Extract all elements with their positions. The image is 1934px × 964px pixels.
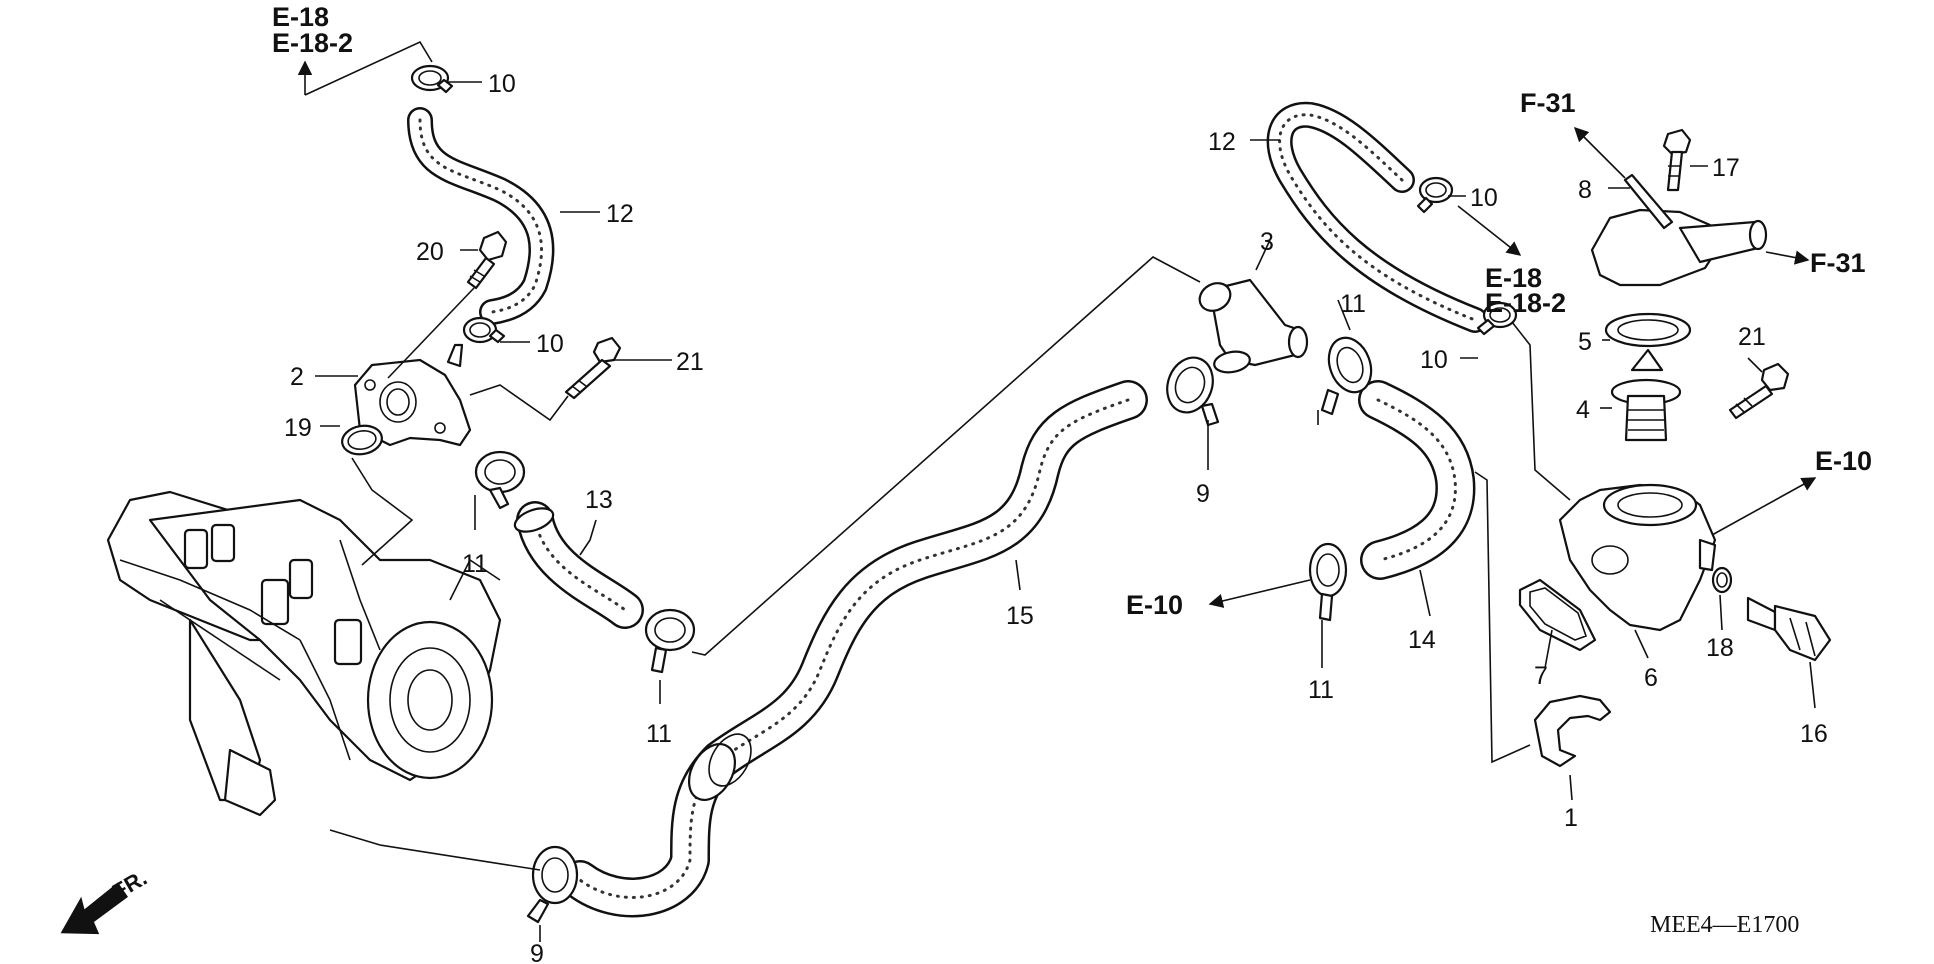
hose-12-left <box>407 107 555 325</box>
bolt-21-left <box>564 336 622 400</box>
callout-8: 8 <box>1578 176 1592 204</box>
hose-13 <box>516 501 644 629</box>
diagram-code: MEE4—E1700 <box>1650 912 1799 938</box>
callout-17: 17 <box>1712 154 1740 182</box>
bolt-17 <box>1662 128 1692 192</box>
callout-13: 13 <box>585 486 613 514</box>
ref-f31-right: F-31 <box>1810 248 1866 278</box>
callout-19: 19 <box>284 414 312 442</box>
callout-9: 9 <box>1196 480 1210 508</box>
ref-e182-mid: E-18-2 <box>1485 288 1566 318</box>
callout-12: 12 <box>1208 128 1236 156</box>
callout-14: 14 <box>1408 626 1436 654</box>
callout-3: 3 <box>1260 228 1274 256</box>
callout-10: 10 <box>536 330 564 358</box>
callout-11: 11 <box>1308 676 1334 704</box>
callout-10: 10 <box>488 70 516 98</box>
ref-e18-mid: E-18 <box>1485 263 1542 293</box>
engine-block <box>106 490 502 817</box>
ref-e182-top: E-18-2 <box>272 28 353 58</box>
thermostat <box>1610 348 1682 442</box>
callout-21: 21 <box>676 348 704 376</box>
part-callouts: 10 12 20 10 21 2 19 11 13 11 15 3 9 11 1… <box>284 70 1828 964</box>
temp-sensor-16 <box>1746 596 1832 662</box>
y-joint <box>1198 278 1309 374</box>
water-outlet-housing <box>353 343 472 447</box>
hose-14 <box>1358 380 1476 580</box>
callout-18: 18 <box>1706 634 1734 662</box>
bolt-21-right <box>1728 362 1790 420</box>
callout-6: 6 <box>1644 664 1658 692</box>
ref-e10-right: E-10 <box>1815 446 1872 476</box>
callout-10: 10 <box>1470 184 1498 212</box>
front-direction-arrow: FR. <box>60 865 151 935</box>
callout-15: 15 <box>1006 602 1034 630</box>
callout-7: 7 <box>1534 662 1548 690</box>
thermostat-cover <box>1590 173 1768 287</box>
hose-clamps <box>410 64 1518 924</box>
callout-9: 9 <box>530 940 544 964</box>
callout-12: 12 <box>606 200 634 228</box>
callout-11: 11 <box>462 550 488 578</box>
callout-1: 1 <box>1564 804 1578 832</box>
thermostat-housing <box>1558 483 1717 632</box>
hose-15 <box>560 380 1148 918</box>
seal-ring <box>1604 312 1692 348</box>
ref-e10-left: E-10 <box>1126 590 1183 620</box>
gasket-7 <box>1518 578 1597 652</box>
bolt-20 <box>466 230 508 290</box>
ref-e18-top: E-18 <box>272 2 329 32</box>
callout-10: 10 <box>1420 346 1448 374</box>
callout-21: 21 <box>1738 323 1766 351</box>
stay-bracket-1 <box>1533 694 1612 768</box>
callout-4: 4 <box>1576 396 1590 424</box>
small-washer-18 <box>1711 566 1733 594</box>
hose-12-right <box>1266 101 1488 333</box>
callout-5: 5 <box>1578 328 1592 356</box>
callout-2: 2 <box>290 363 304 391</box>
callout-11: 11 <box>1340 290 1366 318</box>
callout-11: 11 <box>646 720 672 748</box>
callout-16: 16 <box>1800 720 1828 748</box>
leader-lines <box>297 40 1817 942</box>
ref-f31-top: F-31 <box>1520 88 1576 118</box>
callout-20: 20 <box>416 238 444 266</box>
